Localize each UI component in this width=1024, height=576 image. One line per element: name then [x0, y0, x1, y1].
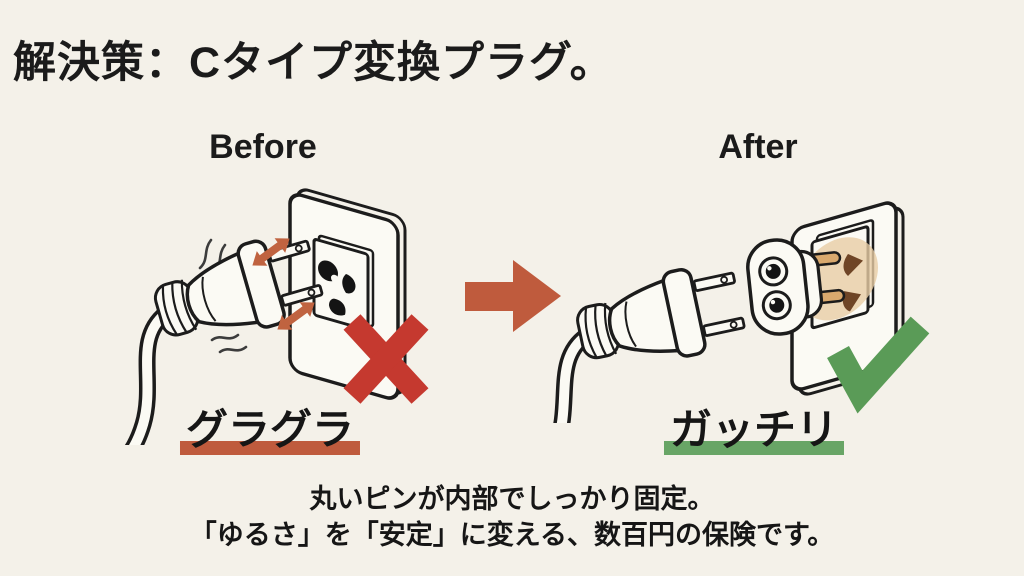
- socket-hole: [842, 291, 861, 312]
- socket-hole: [843, 253, 863, 276]
- before-caption-label: グラグラ: [185, 406, 355, 453]
- before-caption-underline: [179, 441, 361, 455]
- transition-arrow: [465, 260, 561, 332]
- footer-line-1: 丸いピンが内部でしっかり固定。: [309, 484, 715, 514]
- after-caption: ガッチリ: [663, 396, 845, 457]
- before-heading: Before: [209, 128, 317, 166]
- wobble-arrow-icon: [252, 238, 315, 330]
- plug-blade: [692, 271, 736, 292]
- transition-arrow-icon: [465, 260, 561, 332]
- before-caption: グラグラ: [179, 396, 361, 457]
- plug-icon: [550, 267, 746, 423]
- after-illustration: [550, 201, 930, 423]
- check-mark-icon: [827, 316, 930, 414]
- socket-hole: [329, 298, 346, 316]
- footer-line-2: 「ゆるさ」を「安定」に変える、数百円の保険です。: [189, 520, 835, 550]
- x-mark-icon: [343, 314, 429, 404]
- after-caption-underline: [663, 441, 845, 455]
- plug-icon: [122, 239, 324, 445]
- outlet-icon: [288, 188, 407, 400]
- footer-text: 丸いピンが内部でしっかり固定。 「ゆるさ」を「安定」に変える、数百円の保険です。: [0, 481, 1024, 553]
- before-illustration: [122, 188, 429, 445]
- socket-hole: [342, 274, 356, 294]
- adapter-icon: [746, 238, 824, 336]
- page-title: 解決策：Cタイプ変換プラグ。: [13, 39, 614, 87]
- plug-blade: [702, 316, 746, 337]
- after-heading: After: [718, 128, 798, 166]
- after-caption-label: ガッチリ: [669, 406, 839, 453]
